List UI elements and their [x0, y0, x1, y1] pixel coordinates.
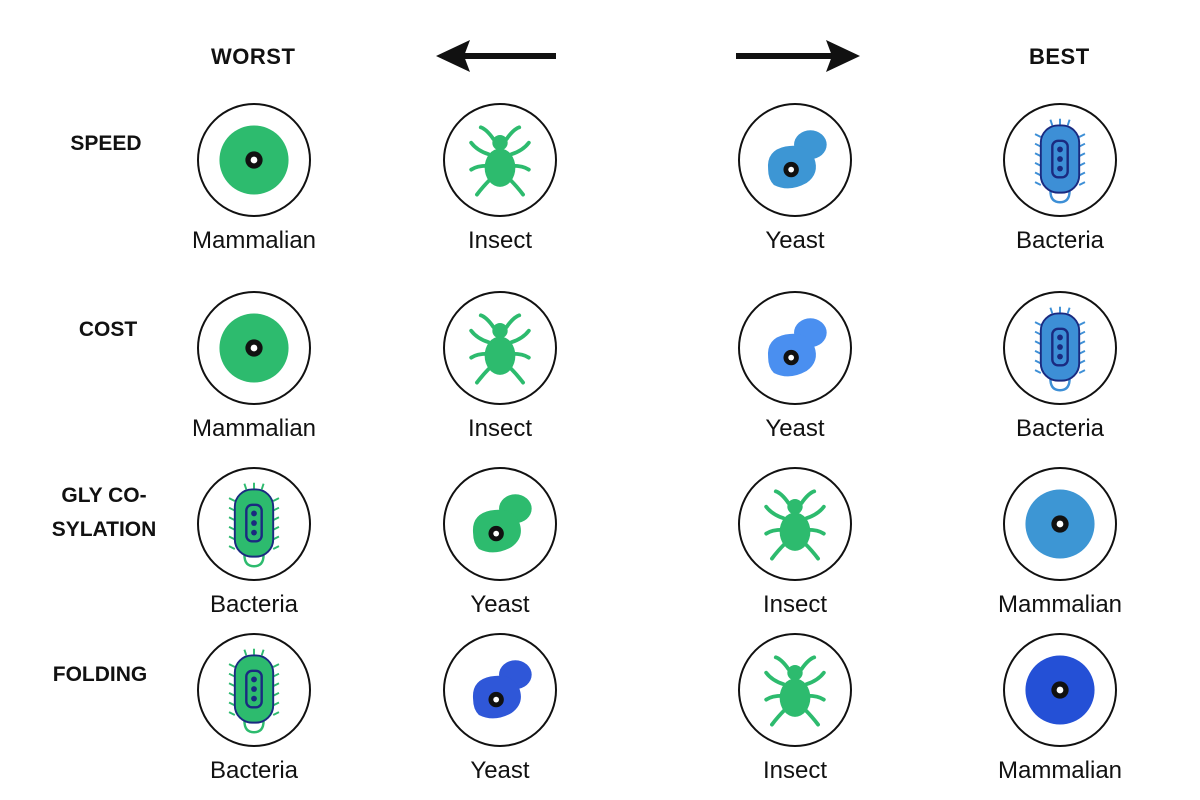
- organism-label: Yeast: [765, 415, 825, 442]
- yeast-cell-icon: [472, 494, 532, 553]
- organism-circle: [443, 633, 557, 747]
- organism-label: Insect: [762, 757, 828, 784]
- organism-cell: Insect: [695, 467, 895, 619]
- arrow-right-icon: [736, 40, 860, 72]
- organism-cell: Yeast: [695, 291, 895, 443]
- organism-cell: Insect: [695, 633, 895, 785]
- organism-cell: Bacteria: [154, 633, 354, 785]
- organism-label: Yeast: [765, 227, 825, 254]
- organism-label: Insect: [762, 591, 828, 618]
- organism-circle: [738, 467, 852, 581]
- yeast-cell-icon: [472, 660, 532, 719]
- organism-label: Insect: [467, 415, 533, 442]
- organism-label: Yeast: [470, 757, 530, 784]
- bacteria-icon: [228, 648, 280, 734]
- mammalian-cell-icon: [1025, 655, 1095, 725]
- mammalian-cell-icon: [219, 125, 289, 195]
- yeast-cell-icon: [767, 130, 827, 189]
- organism-cell: Mammalian: [154, 291, 354, 443]
- organism-circle: [1003, 633, 1117, 747]
- organism-circle: [443, 467, 557, 581]
- organism-label: Mammalian: [191, 415, 317, 442]
- organism-cell: Bacteria: [960, 291, 1160, 443]
- mammalian-cell-icon: [1025, 489, 1095, 559]
- organism-cell: Insect: [400, 103, 600, 255]
- organism-circle: [738, 291, 852, 405]
- organism-circle: [197, 467, 311, 581]
- best-label: BEST: [1029, 44, 1090, 69]
- organism-circle: [197, 291, 311, 405]
- organism-cell: Bacteria: [154, 467, 354, 619]
- organism-circle: [443, 291, 557, 405]
- organism-label: Mammalian: [997, 591, 1123, 618]
- row-label: COST: [78, 318, 138, 341]
- organism-label: Bacteria: [1015, 227, 1105, 254]
- insect-icon: [469, 125, 531, 197]
- row-label: FOLDING: [52, 663, 148, 686]
- organism-label: Bacteria: [209, 757, 299, 784]
- insect-icon: [469, 313, 531, 385]
- organism-cell: Mammalian: [960, 467, 1160, 619]
- organism-cell: Mammalian: [154, 103, 354, 255]
- organism-circle: [1003, 467, 1117, 581]
- bacteria-icon: [1034, 118, 1086, 204]
- row-label: SPEED: [70, 132, 142, 155]
- organism-label: Mammalian: [997, 757, 1123, 784]
- organism-label: Bacteria: [1015, 415, 1105, 442]
- organism-circle: [197, 633, 311, 747]
- organism-label: Bacteria: [209, 591, 299, 618]
- organism-cell: Yeast: [400, 467, 600, 619]
- organism-circle: [1003, 291, 1117, 405]
- yeast-cell-icon: [767, 318, 827, 377]
- organism-circle: [738, 633, 852, 747]
- organism-cell: Insect: [400, 291, 600, 443]
- organism-circle: [443, 103, 557, 217]
- mammalian-cell-icon: [219, 313, 289, 383]
- insect-icon: [764, 489, 826, 561]
- worst-label: WORST: [211, 44, 296, 69]
- organism-label: Insect: [467, 227, 533, 254]
- organism-label: Yeast: [470, 591, 530, 618]
- organism-cell: Mammalian: [960, 633, 1160, 785]
- organism-cell: Yeast: [400, 633, 600, 785]
- insect-icon: [764, 655, 826, 727]
- organism-cell: Bacteria: [960, 103, 1160, 255]
- organism-circle: [197, 103, 311, 217]
- organism-cell: Yeast: [695, 103, 895, 255]
- bacteria-icon: [1034, 306, 1086, 392]
- bacteria-icon: [228, 482, 280, 568]
- row-label: GLY CO- SYLATION: [51, 484, 157, 541]
- organism-circle: [1003, 103, 1117, 217]
- organism-label: Mammalian: [191, 227, 317, 254]
- organism-circle: [738, 103, 852, 217]
- arrow-left-icon: [436, 40, 556, 72]
